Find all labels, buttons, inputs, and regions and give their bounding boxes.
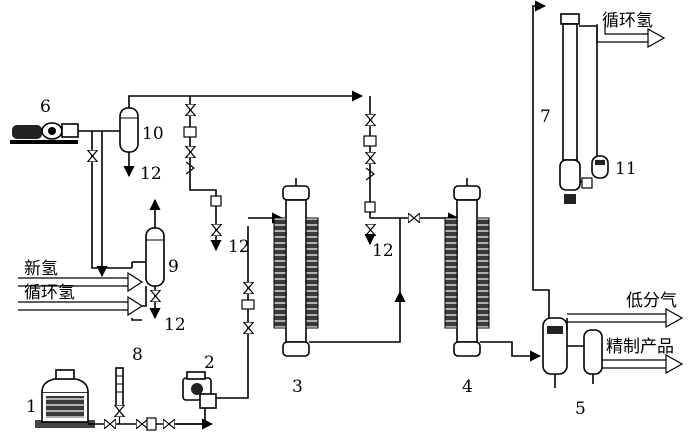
gas-buffer-vessel xyxy=(119,90,364,178)
reactor-2 xyxy=(444,178,542,362)
label-12-d: 12 xyxy=(164,315,186,335)
hydrogen-compressor xyxy=(10,122,79,144)
hydrogen-inputs xyxy=(18,271,147,321)
separator-high xyxy=(532,0,584,388)
label-6: 6 xyxy=(40,97,51,117)
feed-tank xyxy=(35,369,95,428)
absorber-column xyxy=(559,13,598,204)
label-12-a: 12 xyxy=(140,164,162,184)
label-7: 7 xyxy=(540,107,551,127)
label-2: 2 xyxy=(204,353,215,373)
stream-low-pressure-gas: 低分气 xyxy=(626,291,677,311)
metering-pump xyxy=(182,348,249,409)
stream-recycle-hydrogen-top: 循环氢 xyxy=(602,11,653,31)
recycle-hydrogen-outlet xyxy=(596,24,666,49)
label-5: 5 xyxy=(575,399,586,419)
hydrogen-to-reactor-2-line xyxy=(363,96,460,292)
separator-low xyxy=(583,329,603,384)
label-3: 3 xyxy=(292,377,303,397)
stream-recycle-hydrogen-left: 循环氢 xyxy=(24,283,75,303)
feed-line xyxy=(88,408,214,431)
outlet-streams xyxy=(566,307,684,375)
label-12-b: 12 xyxy=(228,237,250,257)
pump-discharge-line xyxy=(241,212,284,348)
hydrogen-header xyxy=(78,130,133,278)
label-1: 1 xyxy=(26,397,37,417)
stream-refined-product: 精制产品 xyxy=(606,337,674,357)
reactor-1 xyxy=(273,178,406,357)
label-9: 9 xyxy=(168,257,179,277)
label-11: 11 xyxy=(615,159,637,179)
label-10: 10 xyxy=(142,124,164,144)
stream-fresh-hydrogen: 新氢 xyxy=(24,259,58,279)
hydrogen-mixing-vessel xyxy=(132,198,165,320)
label-4: 4 xyxy=(462,377,473,397)
label-8: 8 xyxy=(132,345,143,365)
knockout-pot xyxy=(591,155,609,179)
label-12-c: 12 xyxy=(372,241,394,261)
hydrogen-to-reactor-line xyxy=(183,96,222,252)
burette xyxy=(114,367,125,424)
